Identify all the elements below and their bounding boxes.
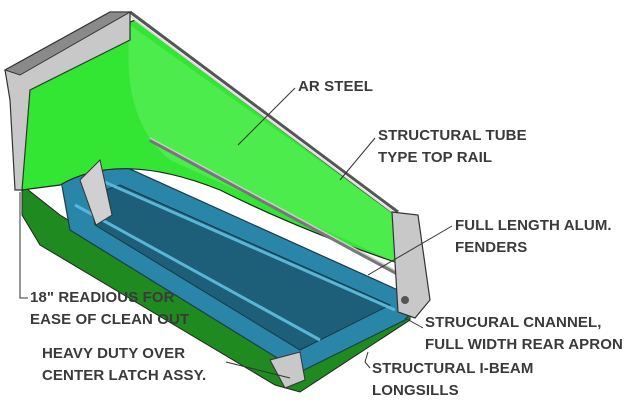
callout-longsills: STRUCTURAL I-BEAM LONGSILLS <box>372 358 533 402</box>
latch-assembly <box>269 351 306 389</box>
callout-channel: STRUCURAL CNANNEL, FULL WIDTH REAR APRON <box>425 312 623 356</box>
top-rail <box>129 10 399 214</box>
callout-text: STRUCURAL CNANNEL, <box>425 314 602 331</box>
callout-text: AR STEEL <box>298 78 373 95</box>
callout-radius: 18" READIOUS FOR EASE OF CLEAN OUT <box>30 287 189 331</box>
callout-text: CENTER LATCH ASSY. <box>42 367 207 384</box>
callout-text: LONGSILLS <box>372 382 459 399</box>
callout-text: EASE OF CLEAN OUT <box>30 311 190 328</box>
callout-text: FULL LENGTH ALUM. <box>455 217 612 234</box>
callout-text: STRUCTURAL TUBE <box>378 127 527 144</box>
callout-fenders: FULL LENGTH ALUM. FENDERS <box>455 215 612 259</box>
callout-text: FULL WIDTH REAR APRON <box>425 336 623 353</box>
callout-text: TYPE TOP RAIL <box>378 149 493 166</box>
callout-text: 18" READIOUS FOR <box>30 289 175 306</box>
leader-lines <box>19 87 453 379</box>
rear-panel <box>391 211 431 319</box>
callout-text: HEAVY DUTY OVER <box>42 345 186 362</box>
callout-top-rail: STRUCTURAL TUBE TYPE TOP RAIL <box>378 125 527 169</box>
callout-text: STRUCTURAL I-BEAM <box>372 360 534 377</box>
callout-latch: HEAVY DUTY OVER CENTER LATCH ASSY. <box>42 343 206 387</box>
callout-ar-steel: AR STEEL <box>298 76 373 98</box>
callout-text: FENDERS <box>455 239 528 256</box>
